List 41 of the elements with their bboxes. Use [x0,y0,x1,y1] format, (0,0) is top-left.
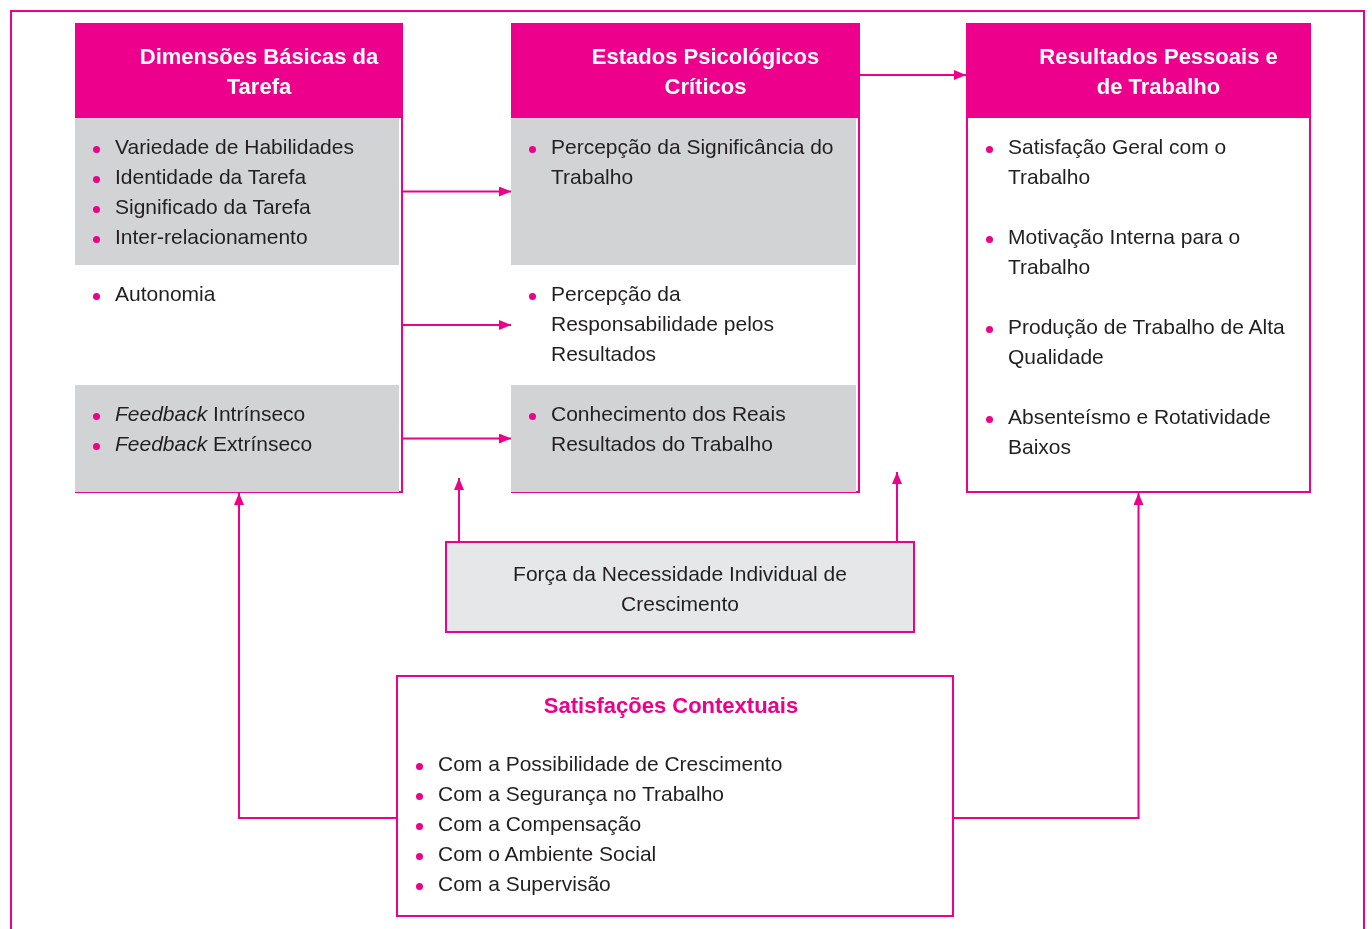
arrow [234,492,397,819]
bullet-item: Absenteísmo e Rotatividade Baixos [968,402,1301,462]
bullet-item: Com a Supervisão [398,869,944,899]
bullet-item: Conhecimento dos Reais Resultados do Trabalho [511,399,848,459]
context-panel [396,675,954,917]
bullet-item: Identidade da Tarefa [75,162,391,192]
column-panel [966,23,1311,493]
moderator-box [445,541,915,633]
section-panel [75,118,399,265]
bullet-item: Significado da Tarefa [75,192,391,222]
column-panel [75,23,403,493]
bullet-item: Com a Segurança no Trabalho [398,779,944,809]
bullet-item: Com a Possibilidade de Crescimento [398,749,944,779]
bullet-item: Autonomia [75,279,391,309]
arrow [859,70,967,80]
arrow [953,492,1144,819]
section-panel [511,385,856,492]
arrow [402,186,512,197]
section-panel [511,118,856,265]
arrow [402,320,512,330]
bullet-item: Percepção da Significância do Trabalho [511,132,848,192]
bullet-item: Produção de Trabalho de Alta Qualidade [968,312,1301,372]
bullet-item: Percepção da Responsabilidade pelos Resultados [511,279,848,369]
bullet-item: Feedback Extrínseco [75,429,391,459]
column-panel [511,23,860,493]
arrow [892,471,902,542]
bullet-item: Com o Ambiente Social [398,839,944,869]
bullet-item: Variedade de Habilidades [75,132,391,162]
bullet-item: Feedback Intrínseco [75,399,391,429]
bullet-item: Satisfação Geral com o Trabalho [968,132,1301,192]
bullet-item: Inter-relacionamento [75,222,391,252]
column-header: Estados Psicológicos Críticos [513,25,858,118]
bullet-item: Com a Compensação [398,809,944,839]
bullet-item: Motivação Interna para o Trabalho [968,222,1301,282]
column-header: Dimensões Básicas da Tarefa [77,25,401,118]
panel-title: Satisfações Contextuais [542,692,800,720]
arrow [402,433,512,444]
section-panel [75,385,399,492]
arrow [454,477,464,542]
box-text: Força da Necessidade Individual de Crescimento [512,561,848,617]
column-header: Resultados Pessoais e de Trabalho [968,25,1309,118]
